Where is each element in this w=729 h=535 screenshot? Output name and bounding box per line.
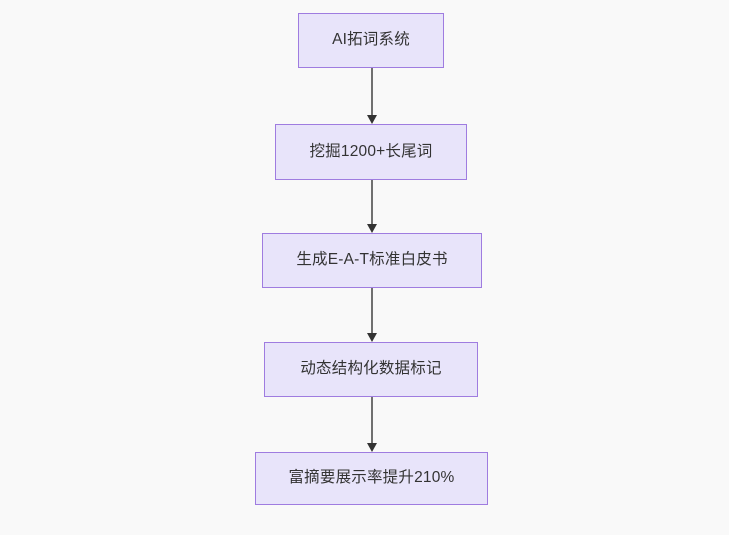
edge-n2-n3-line bbox=[371, 180, 373, 225]
edge-n1-n2 bbox=[366, 68, 377, 124]
flow-node-ai-keyword-system[interactable]: AI拓词系统 bbox=[298, 13, 444, 68]
flow-node-rich-snippet-rate-increase[interactable]: 富摘要展示率提升210% bbox=[255, 452, 488, 505]
flow-node-generate-eat-whitepaper[interactable]: 生成E-A-T标准白皮书 bbox=[262, 233, 482, 288]
flow-node-label: 动态结构化数据标记 bbox=[300, 360, 442, 378]
edge-n4-n5-arrowhead bbox=[366, 443, 377, 452]
flow-node-label: 生成E-A-T标准白皮书 bbox=[296, 251, 448, 269]
edge-n4-n5-line bbox=[371, 397, 373, 444]
edge-n1-n2-line bbox=[371, 68, 373, 116]
flow-node-label: AI拓词系统 bbox=[332, 31, 410, 49]
edge-n1-n2-arrowhead bbox=[366, 115, 377, 124]
edge-n3-n4-line bbox=[371, 288, 373, 334]
edge-n3-n4-arrowhead bbox=[366, 333, 377, 342]
flow-node-dynamic-structured-data-markup[interactable]: 动态结构化数据标记 bbox=[264, 342, 478, 397]
flow-node-mine-longtail-keywords[interactable]: 挖掘1200+长尾词 bbox=[275, 124, 467, 180]
edge-n2-n3 bbox=[366, 180, 377, 233]
edge-n4-n5 bbox=[366, 397, 377, 452]
edge-n3-n4 bbox=[366, 288, 377, 342]
edge-n2-n3-arrowhead bbox=[366, 224, 377, 233]
flow-node-label: 挖掘1200+长尾词 bbox=[309, 142, 433, 160]
flow-node-label: 富摘要展示率提升210% bbox=[288, 469, 455, 487]
